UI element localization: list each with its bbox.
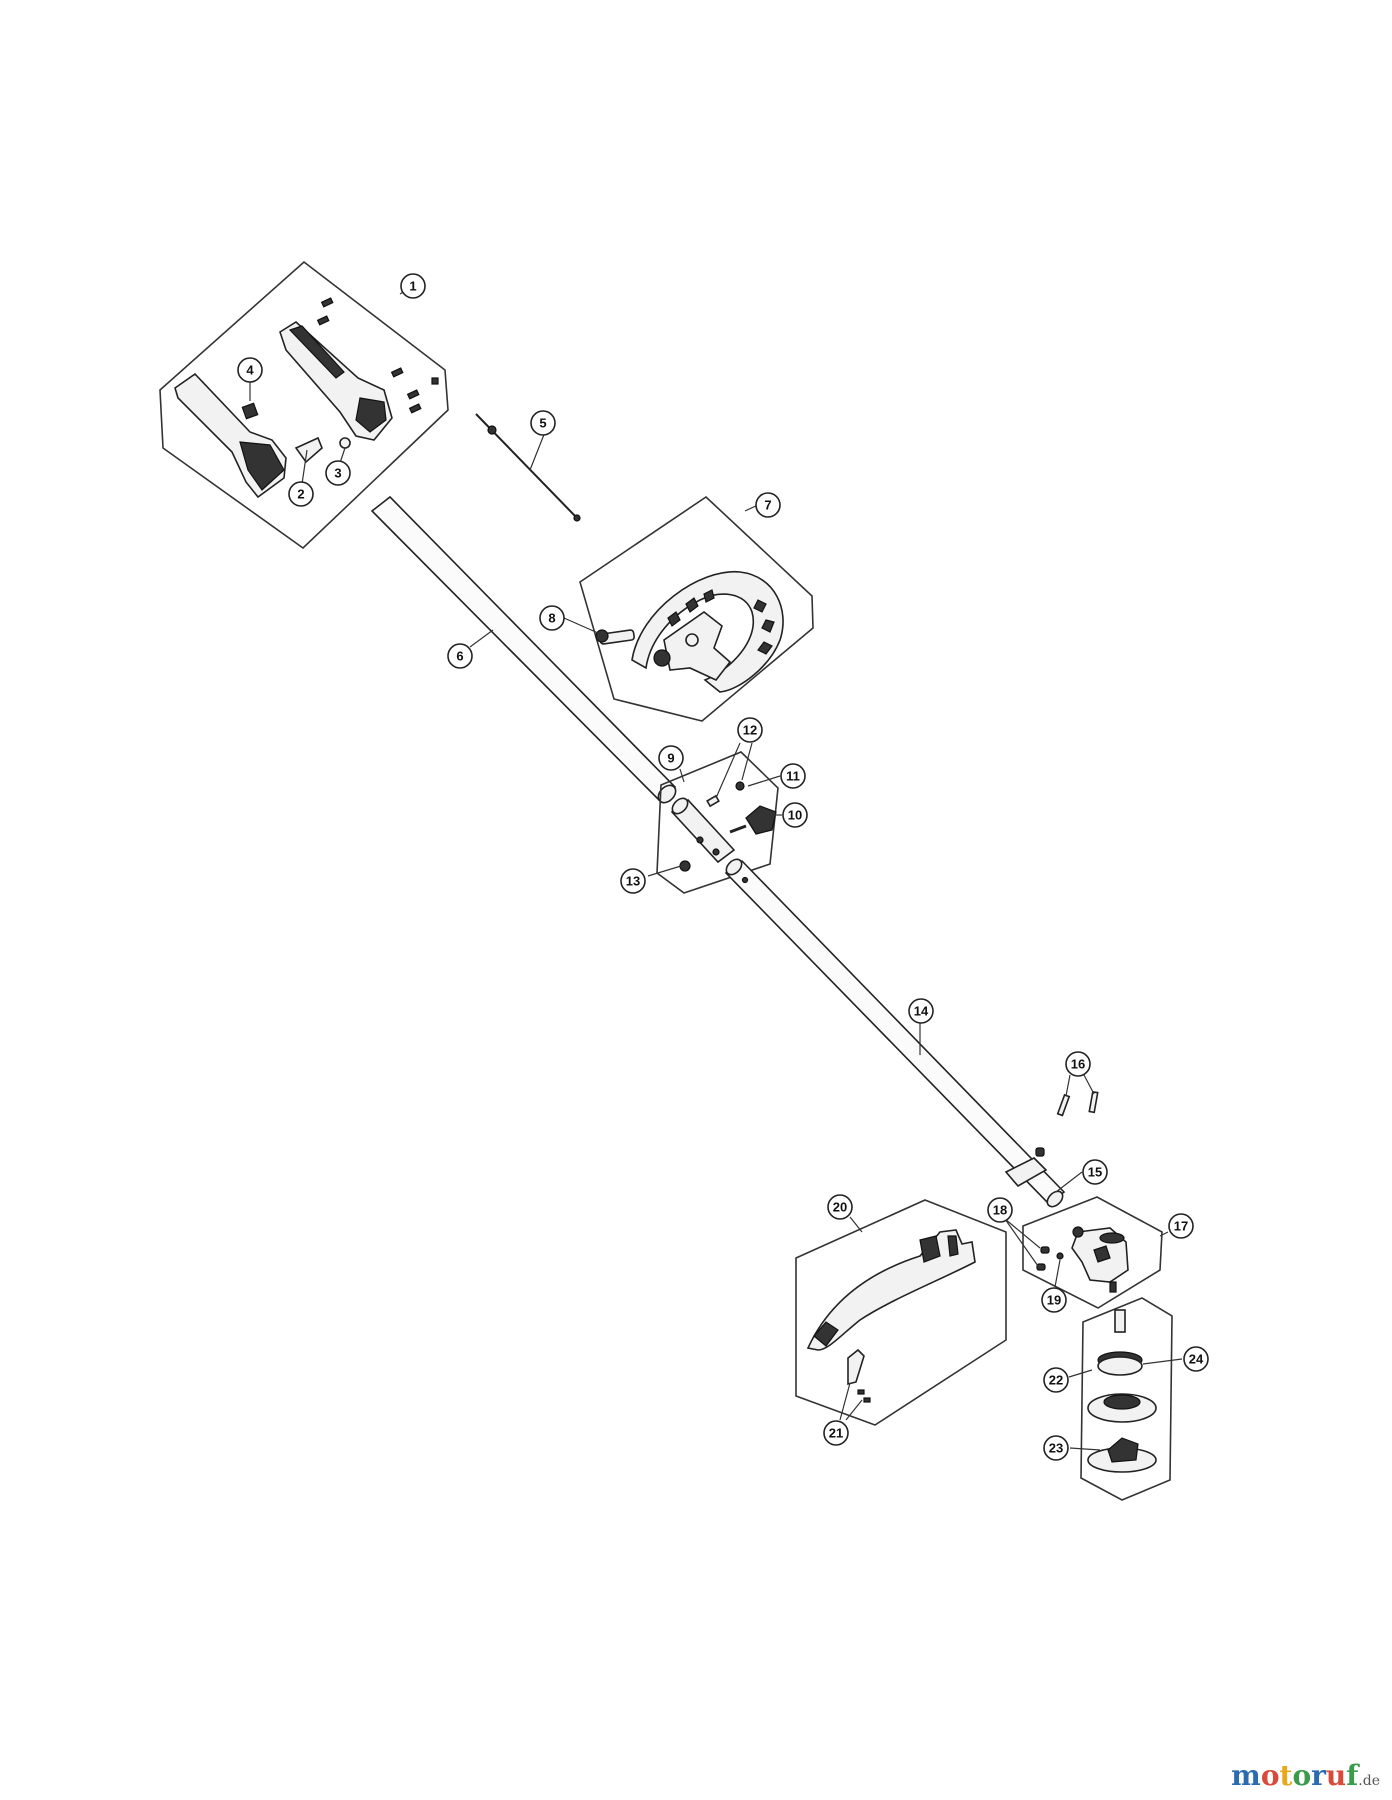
leader-2 <box>301 449 308 485</box>
svg-text:2: 2 <box>297 487 304 502</box>
svg-text:5: 5 <box>539 416 546 431</box>
callout-16: 16 <box>1065 1051 1091 1077</box>
svg-text:7: 7 <box>764 498 771 513</box>
callout-19: 19 <box>1041 1287 1067 1313</box>
svg-text:10: 10 <box>788 808 802 823</box>
leader-8 <box>563 617 599 634</box>
handle-assembly-part <box>174 297 439 499</box>
logo-letter: r <box>1311 1759 1326 1792</box>
leader-15 <box>1055 1171 1083 1193</box>
svg-text:13: 13 <box>626 874 640 889</box>
callout-11: 11 <box>780 763 806 789</box>
leader-22 <box>1068 1369 1093 1378</box>
leader-11 <box>747 775 781 787</box>
svg-text:3: 3 <box>334 466 341 481</box>
logo-letter: o <box>1292 1759 1312 1792</box>
leader-3 <box>339 447 346 464</box>
logo-letter: t <box>1279 1759 1293 1792</box>
throttle-cable-part <box>475 413 581 522</box>
svg-text:20: 20 <box>833 1200 847 1215</box>
leader-12b <box>741 742 753 781</box>
svg-text:19: 19 <box>1047 1293 1061 1308</box>
logo-letter: f <box>1346 1759 1359 1792</box>
svg-text:24: 24 <box>1189 1352 1204 1367</box>
leader-21a <box>839 1382 851 1421</box>
svg-text:16: 16 <box>1071 1057 1085 1072</box>
leader-13 <box>647 865 682 877</box>
leader-16b <box>1083 1074 1095 1095</box>
callout-21: 21 <box>823 1420 849 1446</box>
guard-panel <box>795 1199 1007 1426</box>
svg-text:22: 22 <box>1049 1373 1063 1388</box>
svg-text:21: 21 <box>829 1426 843 1441</box>
callout-12: 12 <box>737 717 763 743</box>
svg-text:23: 23 <box>1049 1441 1063 1456</box>
svg-text:9: 9 <box>667 751 674 766</box>
gear-head-panel <box>1022 1196 1163 1309</box>
callout-7: 7 <box>755 492 781 518</box>
leader-19 <box>1054 1259 1061 1288</box>
leader-23 <box>1069 1447 1101 1451</box>
callout-10: 10 <box>782 802 808 828</box>
svg-text:11: 11 <box>786 769 800 784</box>
callout-5: 5 <box>530 410 556 436</box>
upper-shaft-part <box>370 495 677 804</box>
callout-15: 15 <box>1082 1159 1108 1185</box>
leader-9 <box>679 768 685 783</box>
callout-4: 4 <box>237 357 263 383</box>
trimmer-head-part <box>1087 1309 1157 1473</box>
callout-14: 14 <box>908 998 934 1024</box>
logo-letter: u <box>1325 1759 1347 1792</box>
svg-text:1: 1 <box>409 279 416 294</box>
leader-16a <box>1065 1074 1071 1097</box>
guard-part <box>806 1229 976 1403</box>
leader-18 <box>1004 1218 1041 1249</box>
callout-24: 24 <box>1183 1346 1209 1372</box>
callout-1: 1 <box>400 273 426 299</box>
leader-6 <box>469 629 494 648</box>
leader-5 <box>529 431 546 471</box>
loop-handle-panel <box>579 495 814 722</box>
motoruf-logo: motoruf.de <box>1231 1759 1380 1792</box>
svg-text:14: 14 <box>914 1004 929 1019</box>
svg-text:12: 12 <box>743 723 757 738</box>
callout-13: 13 <box>620 868 646 894</box>
callout-8: 8 <box>539 605 565 631</box>
svg-text:4: 4 <box>246 363 254 378</box>
gear-head-part <box>1036 1226 1129 1293</box>
leader-18b <box>1004 1218 1039 1267</box>
logo-wordmark: motoruf <box>1231 1759 1358 1792</box>
trimmer-head-panel <box>1080 1297 1173 1501</box>
callout-3: 3 <box>325 460 351 486</box>
logo-letter: o <box>1260 1759 1280 1792</box>
svg-text:18: 18 <box>993 1203 1007 1218</box>
handle-assembly-panel <box>159 260 449 550</box>
coupler-part <box>670 781 777 872</box>
leader-12a <box>715 742 741 799</box>
callout-22: 22 <box>1043 1367 1069 1393</box>
loop-handle-part <box>595 571 784 693</box>
callout-6: 6 <box>447 643 473 669</box>
screws-16-part <box>1056 1090 1099 1117</box>
lower-shaft-part <box>724 858 1066 1208</box>
leader-17 <box>1159 1231 1169 1237</box>
leader-20 <box>849 1216 863 1233</box>
leader-24 <box>1142 1358 1183 1365</box>
callout-20: 20 <box>827 1194 853 1220</box>
logo-tld: .de <box>1358 1773 1380 1789</box>
svg-text:6: 6 <box>456 649 463 664</box>
logo-letter: m <box>1231 1759 1261 1792</box>
callout-23: 23 <box>1043 1435 1069 1461</box>
callout-9: 9 <box>658 745 684 771</box>
svg-text:15: 15 <box>1088 1165 1102 1180</box>
callout-17: 17 <box>1168 1213 1194 1239</box>
callout-2: 2 <box>288 481 314 507</box>
leader-21b <box>845 1399 863 1421</box>
svg-text:17: 17 <box>1174 1219 1188 1234</box>
callout-18: 18 <box>987 1197 1013 1223</box>
svg-text:8: 8 <box>548 611 555 626</box>
